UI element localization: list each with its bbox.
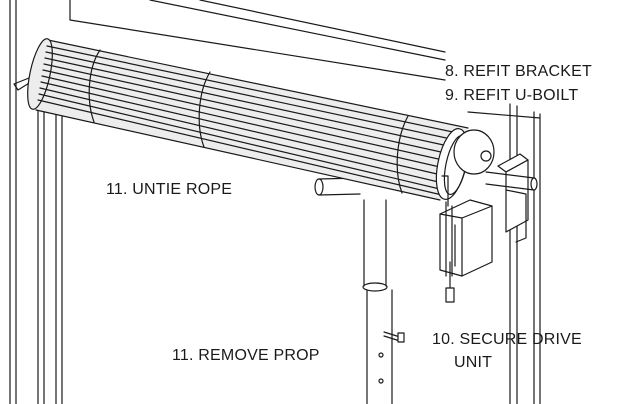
- label-refit-bracket: 8. REFIT BRACKET: [445, 63, 592, 80]
- window-frame: [9, 0, 541, 404]
- drive-end-hub: [453, 129, 495, 175]
- drive-unit: [439, 175, 493, 303]
- label-secure-drive-unit: 10. SECURE DRIVE: [432, 331, 582, 348]
- label-refit-ubolt: 9. REFIT U-BOILT: [445, 87, 579, 104]
- label-remove-prop: 11. REMOVE PROP: [172, 347, 320, 364]
- support-prop: [314, 177, 405, 404]
- label-secure-drive-unit-line2: UNIT: [454, 354, 493, 371]
- mounting-bracket: [485, 153, 538, 243]
- label-untie-rope: 11. UNTIE ROPE: [106, 181, 233, 198]
- roller-tube: [27, 38, 469, 201]
